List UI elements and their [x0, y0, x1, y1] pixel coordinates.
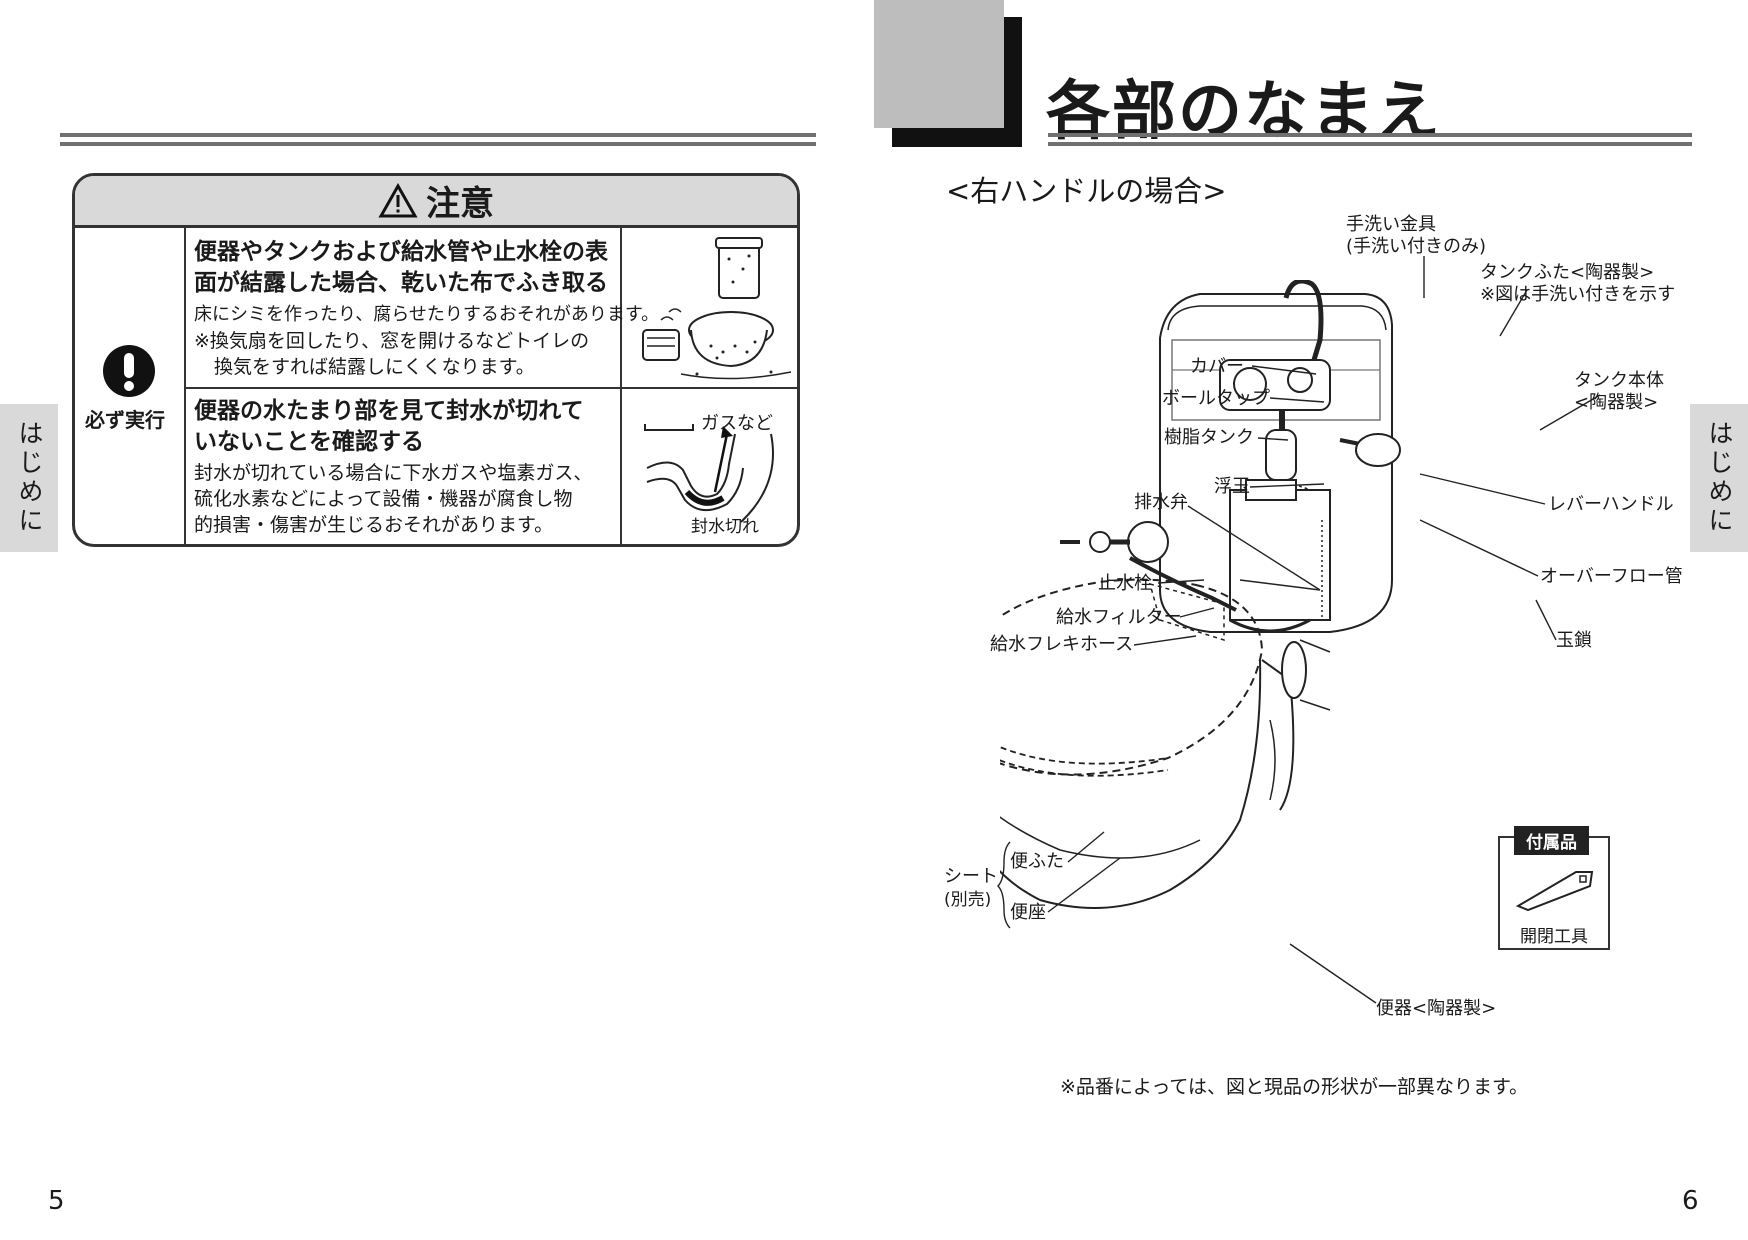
trap-seal-illustration [644, 424, 774, 523]
item2-heading-line2: いないことを確認する [194, 429, 424, 455]
accessory-box: 付属品 開閉工具 [1498, 826, 1610, 950]
title-double-rule [1048, 133, 1692, 146]
label-ball-tap: ボールタップ [1162, 388, 1270, 409]
exclamation-circle-icon [103, 345, 155, 397]
page-number-left: 5 [48, 1186, 65, 1216]
item1-body-line3: 換気をすれば結露しにくくなります。 [214, 356, 535, 378]
label-float: 浮玉 [1214, 476, 1250, 497]
label-overflow: オーバーフロー管 [1540, 566, 1683, 587]
label-drain-valve: 排水弁 [1134, 492, 1188, 513]
caution-box: 注意 必ず実行 便器やタンクおよび給水管や止水栓の表 面が結露した場合、乾いた布… [72, 173, 800, 547]
label-lever-handle: レバーハンドル [1548, 494, 1674, 515]
side-tab-left-label: はじめに [15, 420, 44, 536]
label-chain: 玉鎖 [1556, 630, 1592, 651]
item2-body-line2: 硫化水素などによって設備・機器が腐食し物 [194, 488, 573, 510]
seal-break-label: 封水切れ [691, 517, 759, 537]
seat-brace [997, 841, 1011, 929]
accessory-title: 付属品 [1514, 826, 1589, 855]
item2-heading-line1: 便器の水たまり部を見て封水が切れて [194, 398, 584, 424]
label-stop-valve: 止水栓 [1098, 573, 1152, 594]
label-tank-lid-2: ※図は手洗い付きを示す [1480, 284, 1676, 305]
label-tearai-1: 手洗い金具 [1346, 214, 1436, 235]
subtitle: <右ハンドルの場合> [946, 174, 1227, 208]
label-hose: 給水フレキホース [990, 634, 1134, 655]
caution-title: 注意 [426, 184, 494, 224]
mandatory-label: 必ず実行 [85, 408, 165, 432]
label-bowl: 便器<陶器製> [1376, 998, 1497, 1019]
label-cover: カバー [1190, 356, 1244, 377]
caution-header: 注意 [75, 176, 797, 228]
condensation-toilet-illustration [642, 237, 792, 380]
side-tab-left: はじめに [0, 404, 58, 552]
top-double-rule-left [60, 133, 816, 146]
col-divider-2 [620, 228, 622, 544]
side-tab-right-label: はじめに [1705, 420, 1734, 536]
warning-triangle-icon [378, 182, 418, 217]
label-filter: 給水フィルター [1056, 607, 1182, 628]
label-tank-body-1: タンク本体 [1574, 370, 1664, 391]
label-lid: 便ふた [1010, 851, 1064, 872]
item2-body-line1: 封水が切れている場合に下水ガスや塩素ガス、 [194, 462, 593, 484]
item2-body-line3: 的損害・傷害が生じるおそれがあります。 [194, 514, 554, 536]
title-block-gray [874, 0, 1004, 128]
label-seat-1: シート [944, 866, 998, 887]
label-tank-body-2: <陶器製> [1574, 392, 1659, 413]
side-tab-right: はじめに [1690, 404, 1748, 552]
item1-heading-line1: 便器やタンクおよび給水管や止水栓の表 [194, 239, 608, 265]
item1-body-line1: 床にシミを作ったり、腐らせたりするおそれがあります。 [194, 304, 660, 325]
label-resin-tank: 樹脂タンク [1164, 427, 1254, 448]
footnote: ※品番によっては、図と現品の形状が一部異なります。 [1060, 1076, 1529, 1098]
label-seat-2: (別売) [944, 890, 992, 910]
label-tank-lid-1: タンクふた<陶器製> [1480, 262, 1655, 283]
item1-body-line2: ※換気扇を回したり、窓を開けるなどトイレの [194, 330, 590, 352]
page-number-right: 6 [1682, 1186, 1699, 1216]
gas-label: ガスなど [701, 413, 773, 434]
opening-tool-icon [1515, 871, 1594, 912]
label-tearai-2: (手洗い付きのみ) [1346, 236, 1487, 257]
row-divider [184, 387, 797, 389]
item1-heading-line2: 面が結露した場合、乾いた布でふき取る [194, 270, 608, 296]
label-seat-ring: 便座 [1010, 902, 1046, 923]
accessory-tool-label: 開閉工具 [1520, 927, 1588, 947]
col-divider-1 [184, 228, 186, 544]
